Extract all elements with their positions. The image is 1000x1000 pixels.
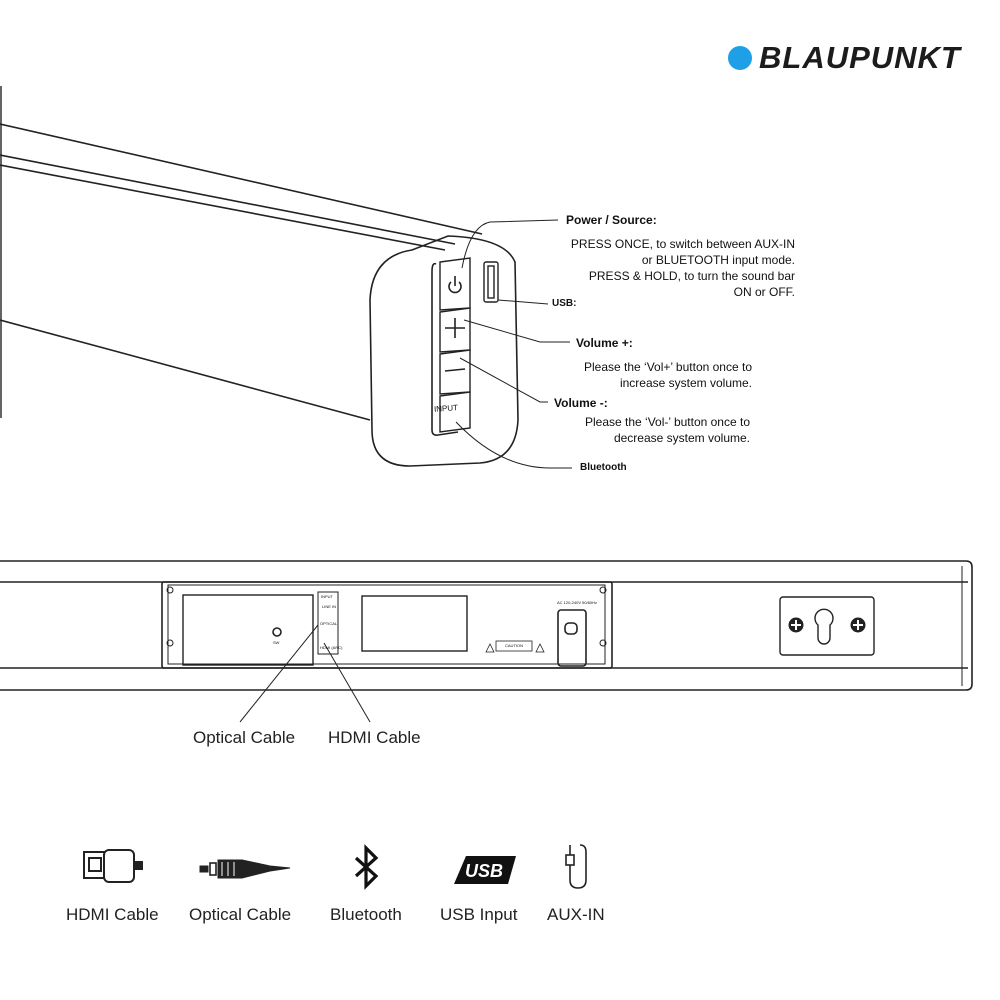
callout-volume-down-line: decrease system volume. [613,431,750,445]
usb-icon [454,856,516,884]
legend-bluetooth-label: Bluetooth [330,905,402,924]
wall-mount-screw-icons [788,617,866,633]
panel-label-input: INPUT [321,594,333,599]
minus-icon [444,368,466,372]
callout-power-description: PRESS ONCE, to switch between AUX-IN or … [571,236,795,300]
hdmi-cable-icon [83,849,143,883]
soundbar-body [0,86,519,467]
brand-dot-icon [728,46,752,70]
callout-volume-down-description: Please the ‘Vol-’ button once to decreas… [585,414,750,446]
panel-label-linein: LINE IN [322,604,337,609]
callout-usb-title: USB: [552,298,577,309]
back-panel [0,560,973,691]
callout-volume-up-description: Please the ‘Vol+’ button once to increas… [584,359,752,391]
bluetooth-icon [354,844,379,890]
aux-in-icon [565,844,587,889]
callout-power-title: Power / Source: [566,213,657,227]
panel-label-optical: OPTICAL [320,621,338,626]
input-button[interactable] [439,391,471,433]
callout-power-line: PRESS ONCE, to switch between AUX-IN [570,237,795,251]
callout-volume-down-title: Volume -: [554,396,608,410]
usb-icon-text: USB [465,861,503,881]
callout-volume-up-line: Please the ‘Vol+’ button once to [583,360,752,374]
cable-leaders [239,624,371,723]
callout-volume-down-line: Please the ‘Vol-’ button once to [585,415,750,429]
legend-optical-label: Optical Cable [189,905,292,924]
panel-label-sw: SW [273,640,280,645]
panel-label-ac: AC 120-240V 50/60Hz [557,600,598,605]
hdmi-cable-label: HDMI Cable [328,728,421,747]
callout-power-line: PRESS & HOLD, to turn the sound bar [588,269,795,283]
legend-aux-label: AUX-IN [547,905,605,924]
optical-cable-icon [199,859,291,879]
volume-down-button[interactable] [439,349,471,395]
callout-volume-up-line: increase system volume. [619,376,752,390]
brand-logo: BLAUPUNKT [728,40,961,76]
power-icon [448,276,462,294]
screw-icons [166,586,607,647]
usb-port-icon [483,261,499,303]
warning-icons [485,640,545,653]
callout-power-line: ON or OFF. [733,285,795,299]
legend-hdmi-label: HDMI Cable [66,905,159,924]
input-button-label: INPUT [433,403,459,414]
callout-bluetooth-title: Bluetooth [580,462,627,473]
optical-cable-label: Optical Cable [193,728,296,747]
legend-usb-label: USB Input [440,905,518,924]
panel-label-hdmi: HDMI (ARC) [320,645,343,650]
brand-name: BLAUPUNKT [759,40,961,75]
panel-label-caution: CAUTION [505,643,523,648]
callout-leaders [455,219,572,469]
callout-power-line: or BLUETOOTH input mode. [641,253,795,267]
callout-volume-up-title: Volume +: [576,336,633,350]
plus-icon [445,318,465,338]
